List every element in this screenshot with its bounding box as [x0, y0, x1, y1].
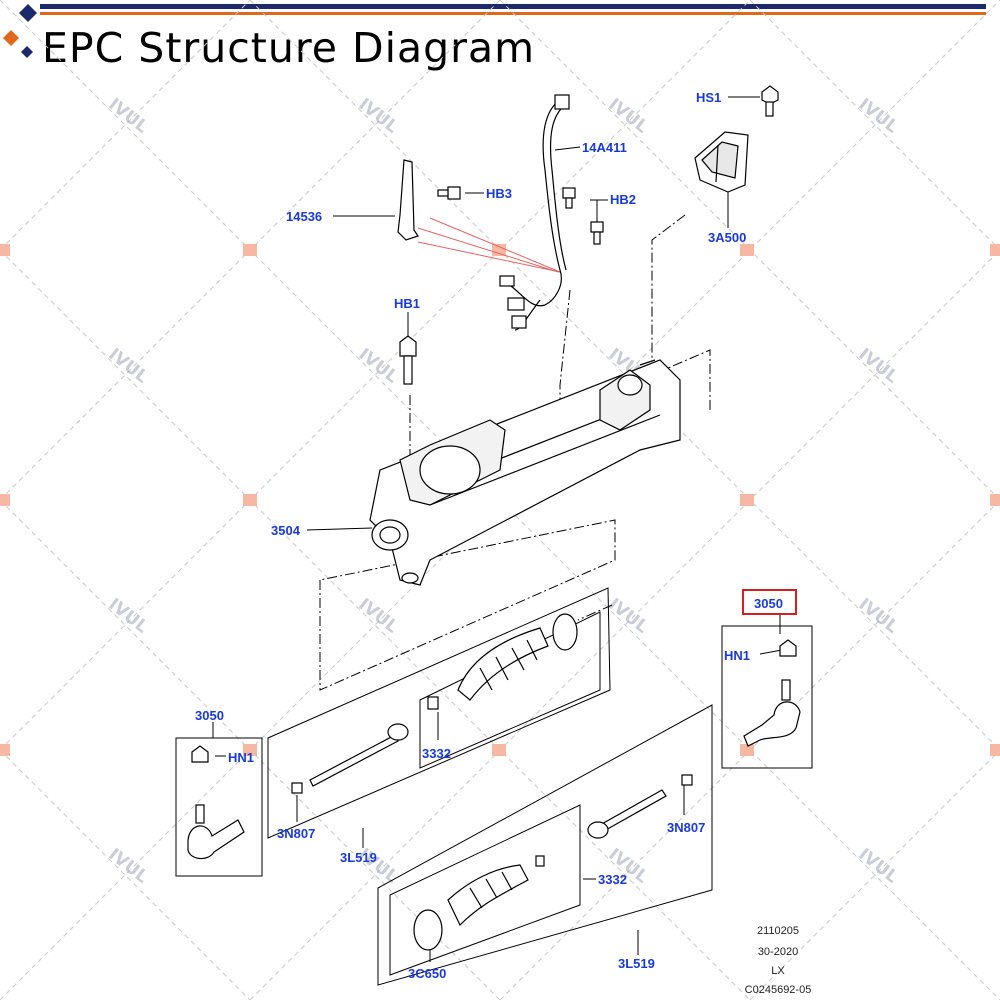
tie-rod-end-3050-left — [187, 745, 245, 860]
watermark-text: IVUL — [605, 595, 652, 638]
callout-3l519-lower: 3L519 — [618, 956, 655, 971]
watermark-text: IVUL — [855, 95, 902, 138]
bolt-hs1 — [761, 85, 779, 117]
bracket-pointer-lines — [417, 217, 561, 273]
bolt-hb3 — [437, 186, 461, 200]
bolt-hb1 — [399, 335, 417, 385]
wiring-harness-14a411 — [499, 94, 570, 331]
watermark-text: IVUL — [355, 595, 402, 638]
watermark-text: IVUL — [105, 345, 152, 388]
callout-3504: 3504 — [271, 523, 301, 538]
watermark-text: IVUL — [855, 595, 902, 638]
reference-line-4: C0245692-05 — [745, 984, 812, 996]
header-bar-navy — [40, 4, 986, 9]
reference-line-1: 2110205 — [757, 925, 799, 937]
watermark-text: IVUL — [105, 845, 152, 888]
reference-line-2: 30-2020 — [758, 946, 798, 958]
watermark-text: IVUL — [105, 95, 152, 138]
grid-markers — [0, 244, 1000, 756]
callout-3l519-upper: 3L519 — [340, 850, 377, 865]
bolt-hb2 — [562, 187, 604, 245]
watermark-text: IVUL — [355, 95, 402, 138]
highlight-box-3050 — [742, 589, 797, 615]
tie-rod-3l519-upper — [291, 723, 409, 794]
mount-bracket-3a500 — [694, 131, 749, 193]
diamond-icon-navy — [19, 4, 37, 22]
callout-hs1: HS1 — [696, 90, 721, 105]
watermark-text: IVUL — [355, 345, 402, 388]
callout-3n807-left: 3N807 — [277, 826, 315, 841]
callout-3a500: 3A500 — [708, 230, 746, 245]
watermark-text: IVUL — [855, 345, 902, 388]
steering-gear-3504 — [369, 359, 681, 586]
callout-14a411: 14A411 — [582, 140, 627, 155]
callout-3332-upper: 3332 — [422, 746, 451, 761]
callout-hn1-right: HN1 — [724, 648, 750, 663]
callout-hb2: HB2 — [610, 192, 636, 207]
callout-labels: HS1 14A411 HB3 HB2 14536 3A500 HB1 3504 … — [195, 90, 783, 981]
reference-block: 2110205 30-2020 LX C0245692-05 — [745, 925, 812, 996]
callout-3050-left: 3050 — [195, 708, 224, 723]
tie-rod-end-box-left — [175, 737, 263, 877]
boot-3332-lower — [413, 855, 545, 951]
diamond-icon-orange — [3, 30, 19, 46]
callout-hb3: HB3 — [486, 186, 512, 201]
watermark-text: IVUL — [855, 845, 902, 888]
callout-hn1-left: HN1 — [228, 750, 254, 765]
diamond-icon-navy-small — [21, 46, 33, 58]
boot-kit-box-lower — [389, 804, 581, 976]
boot-3332-upper — [427, 613, 578, 710]
tie-rod-kit-box-upper — [267, 587, 611, 839]
callout-3332-lower: 3332 — [598, 872, 627, 887]
tie-rod-3l519-lower — [587, 774, 693, 839]
callout-14536: 14536 — [286, 209, 322, 224]
kit-boxes — [175, 587, 813, 986]
watermark-text: IVUL — [605, 95, 652, 138]
tie-rod-end-box-right — [721, 625, 813, 769]
bracket-14536 — [397, 159, 419, 241]
tie-rod-kit-box-lower — [377, 704, 713, 986]
callout-3050-right: 3050 — [754, 596, 783, 611]
header-diamonds — [3, 4, 37, 58]
callout-3n807-right: 3N807 — [667, 820, 705, 835]
reference-line-3: LX — [771, 965, 785, 977]
tie-rod-end-3050-right — [743, 639, 801, 747]
callout-3c650: 3C650 — [408, 966, 446, 981]
watermark-text: IVUL — [105, 595, 152, 638]
callout-hb1: HB1 — [394, 296, 420, 311]
